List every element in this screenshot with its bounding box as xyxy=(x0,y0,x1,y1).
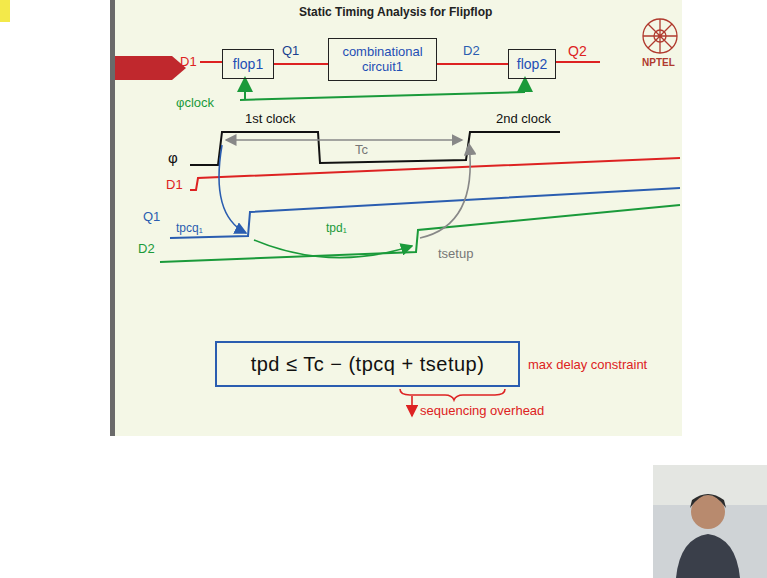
webcam-inset xyxy=(653,465,767,578)
tsetup-arrow xyxy=(420,144,470,238)
delay-label: tpd₁ xyxy=(326,222,347,235)
d1-wire xyxy=(200,61,222,63)
red-tab xyxy=(115,56,186,80)
logo-text: NPTEL xyxy=(642,57,675,68)
waveform-name: D1 xyxy=(166,178,183,192)
slide-title: Static Timing Analysis for Flipflop xyxy=(299,6,492,19)
block-name: combinational circuit1 xyxy=(333,45,432,75)
waveform-name: D2 xyxy=(138,242,155,256)
flipflop-box: flop1 xyxy=(222,49,274,79)
q2-wire xyxy=(556,61,600,63)
clock-wire xyxy=(240,92,525,100)
signal-wire xyxy=(274,63,328,65)
clock-arrow xyxy=(524,78,526,92)
period-label: Tc xyxy=(355,143,368,157)
clock-name: φclock xyxy=(176,96,214,110)
clock-arrow xyxy=(244,78,246,100)
block-name: flop2 xyxy=(517,56,547,72)
waveform-name: Q1 xyxy=(143,210,160,224)
d2-waveform xyxy=(160,205,680,262)
annotation-note: max delay constraint xyxy=(528,358,647,372)
d1-waveform xyxy=(190,158,680,190)
delay-label: tpcq₁ xyxy=(176,222,203,235)
edge-label: 2nd clock xyxy=(496,112,551,126)
block-name: flop1 xyxy=(233,56,263,72)
waveform-name: φ xyxy=(168,150,178,167)
signal-name: D2 xyxy=(463,44,480,58)
signal-name: Q2 xyxy=(568,44,587,59)
formula-text: tpd ≤ Tc − (tpcq + tsetup) xyxy=(251,353,485,376)
tpcq-arrow xyxy=(219,145,246,233)
tpd-arrow xyxy=(254,240,412,258)
clock-waveform xyxy=(190,132,560,165)
underbrace xyxy=(400,389,505,400)
slide-edge xyxy=(110,0,115,436)
signal-name: Q1 xyxy=(282,44,299,58)
period-arrow xyxy=(226,139,462,141)
flipflop-box: flop2 xyxy=(508,49,556,79)
corner-mark xyxy=(0,0,10,22)
formula-box: tpd ≤ Tc − (tpcq + tsetup) xyxy=(215,341,520,387)
logic-block: combinational circuit1 xyxy=(328,38,437,81)
nptel-logo xyxy=(643,19,677,53)
pointer-arrow xyxy=(411,396,413,416)
delay-label: tsetup xyxy=(438,247,473,261)
slide-ground xyxy=(110,0,682,436)
signal-wire xyxy=(437,63,508,65)
annotation-note: sequencing overhead xyxy=(420,404,544,418)
signal-name: D1 xyxy=(180,55,197,69)
edge-label: 1st clock xyxy=(245,112,296,126)
